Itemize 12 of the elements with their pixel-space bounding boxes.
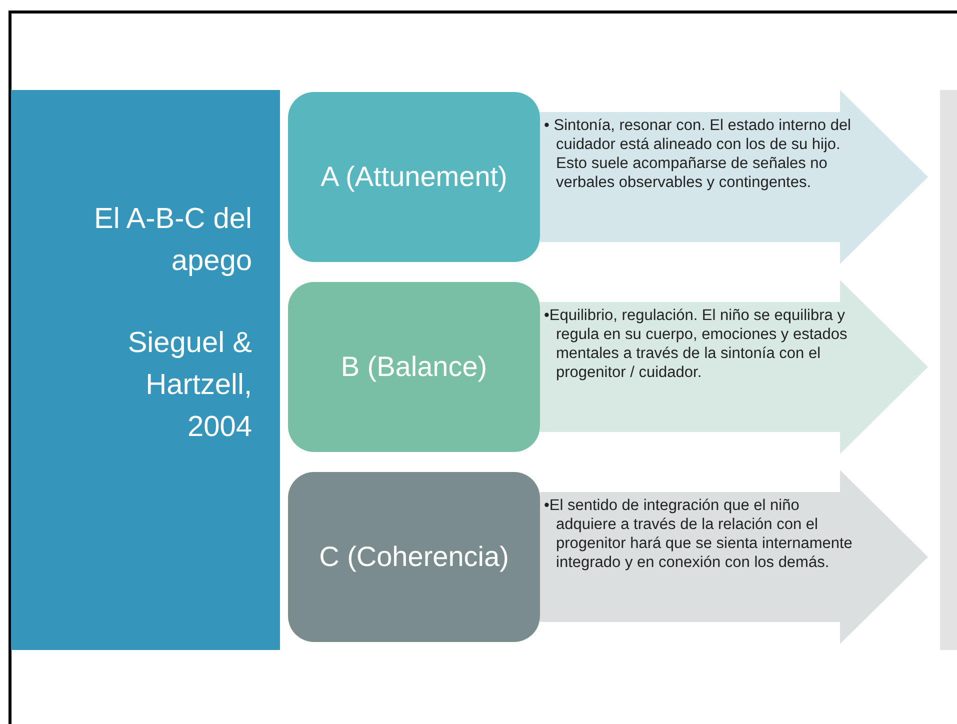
rounded-box bbox=[288, 472, 540, 642]
box-label: A (Attunement) bbox=[320, 160, 508, 194]
box-label: B (Balance) bbox=[340, 350, 488, 384]
citation: Sieguel & Hartzell, 2004 bbox=[126, 326, 252, 445]
rounded-box bbox=[288, 92, 540, 262]
bullet-text: •El sentido de integración que el niño adquiere a través de la relación con el progenitor hará que se sienta internamente integrado y en conexión con los demás. bbox=[544, 496, 854, 572]
slide-title: El A-B-C del apego bbox=[93, 202, 252, 279]
bullet-text: • Sintonía, resonar con. El estado interno del cuidador está alineado con los de su hijo. Esto suele acompañarse de señales no verbales observables y contingentes. bbox=[544, 116, 852, 192]
bullet-text: •Equilibrio, regulación. El niño se equilibra y regula en su cuerpo, emociones y estados mentales a través de la sintonía con el progenitor / cuidador. bbox=[544, 306, 848, 382]
rounded-box bbox=[288, 282, 540, 452]
box-label: C (Coherencia) bbox=[319, 540, 509, 574]
title-panel bbox=[11, 90, 280, 650]
